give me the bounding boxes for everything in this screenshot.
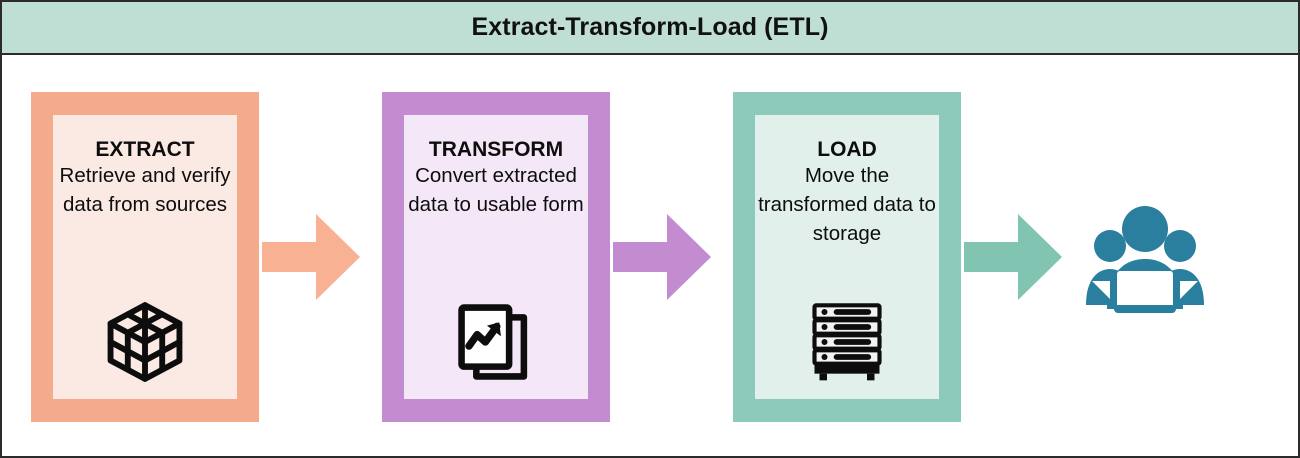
arrow-extract-to-transform: [259, 209, 363, 305]
data-cube-icon: [102, 299, 188, 385]
arrow-load-to-users: [961, 209, 1065, 305]
right-spacer: [1065, 256, 1081, 257]
figure-title: Extract-Transform-Load (ETL): [471, 13, 829, 41]
stage-load-description: Move the transformed data to storage: [758, 164, 936, 245]
stage-load-body: LOAD Move the transformed data to storag…: [755, 114, 939, 399]
gap-spacer-1: [363, 256, 382, 257]
stage-extract-body: EXTRACT Retrieve and verify data from so…: [53, 114, 237, 399]
etl-stage-row: EXTRACT Retrieve and verify data from so…: [2, 57, 1298, 456]
left-spacer: [2, 256, 31, 257]
users-group-icon: [1081, 199, 1209, 315]
chart-documents-icon: [453, 299, 539, 385]
stage-transform-body: TRANSFORM Convert extracted data to usab…: [404, 114, 588, 399]
stage-load[interactable]: LOAD Move the transformed data to storag…: [733, 91, 961, 422]
stage-transform-heading: TRANSFORM: [428, 137, 564, 161]
stage-extract-heading: EXTRACT: [95, 137, 195, 161]
server-rack-icon: [804, 299, 890, 385]
stage-load-heading: LOAD: [817, 137, 877, 161]
arrow-transform-to-load: [610, 209, 714, 305]
stage-transform-description: Convert extracted data to usable form: [408, 164, 584, 216]
figure-header: Extract-Transform-Load (ETL): [2, 2, 1298, 55]
stage-extract[interactable]: EXTRACT Retrieve and verify data from so…: [31, 91, 259, 422]
gap-spacer-2: [714, 256, 733, 257]
stage-transform[interactable]: TRANSFORM Convert extracted data to usab…: [382, 91, 610, 422]
stage-extract-description: Retrieve and verify data from sources: [59, 164, 231, 216]
